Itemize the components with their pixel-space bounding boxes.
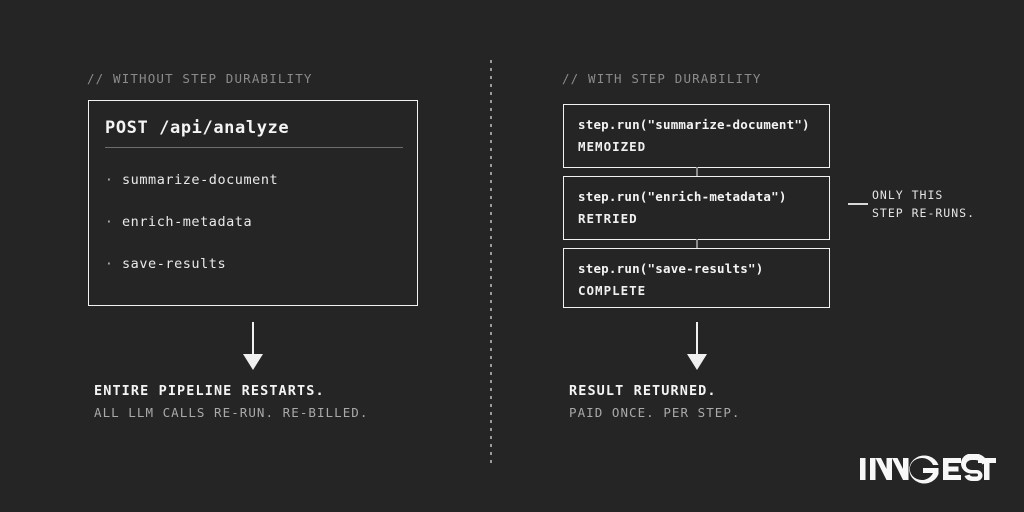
monolith-step-list: · summarize-document · enrich-metadata ·…: [105, 159, 405, 285]
arrow-stem: [696, 322, 698, 355]
step-call-label: step.run("enrich-metadata"): [578, 189, 787, 204]
list-item-label: summarize-document: [122, 172, 279, 188]
callout-line-1: ONLY THIS: [872, 188, 944, 202]
right-outcome-primary: RESULT RETURNED.: [569, 383, 717, 399]
callout-leader-line: [848, 203, 868, 205]
right-outcome-secondary: PAID ONCE. PER STEP.: [569, 405, 741, 420]
right-column-comment: // WITH STEP DURABILITY: [562, 71, 762, 86]
arrow-head: [687, 354, 707, 370]
step-box-summarize-document: step.run("summarize-document") MEMOIZED: [563, 104, 830, 168]
right-outcome-caption: RESULT RETURNED. PAID ONCE. PER STEP.: [569, 381, 741, 423]
step-connector: [696, 167, 698, 177]
down-arrow-icon: [684, 322, 710, 370]
step-box-save-results: step.run("save-results") COMPLETE: [563, 248, 830, 308]
column-divider: [490, 60, 492, 464]
step-box-enrich-metadata: step.run("enrich-metadata") RETRIED: [563, 176, 830, 240]
monolith-divider-rule: [105, 147, 403, 149]
left-outcome-caption: ENTIRE PIPELINE RESTARTS. ALL LLM CALLS …: [94, 381, 368, 423]
inngest-logo: [860, 454, 996, 484]
bullet-icon: ·: [105, 214, 114, 230]
left-outcome-secondary: ALL LLM CALLS RE-RUN. RE-BILLED.: [94, 405, 369, 420]
list-item-label: save-results: [122, 256, 227, 272]
inngest-wordmark-icon: [860, 454, 996, 484]
step-call-label: step.run("save-results"): [578, 261, 764, 276]
left-column-comment: // WITHOUT STEP DURABILITY: [87, 71, 313, 86]
step-connector: [696, 239, 698, 249]
callout-line-2: STEP RE-RUNS.: [872, 206, 976, 220]
step-call-label: step.run("summarize-document"): [578, 117, 810, 132]
bullet-icon: ·: [105, 172, 114, 188]
list-item: · save-results: [105, 243, 405, 285]
list-item-label: enrich-metadata: [122, 214, 253, 230]
bullet-icon: ·: [105, 256, 114, 272]
monolith-request-box: POST /api/analyze · summarize-document ·…: [88, 100, 418, 306]
status-badge: MEMOIZED: [578, 139, 647, 154]
status-badge: COMPLETE: [578, 283, 647, 298]
arrow-head: [243, 354, 263, 370]
arrow-stem: [252, 322, 254, 355]
left-outcome-primary: ENTIRE PIPELINE RESTARTS.: [94, 383, 325, 399]
monolith-endpoint-title: POST /api/analyze: [105, 118, 290, 138]
list-item: · enrich-metadata: [105, 201, 405, 243]
down-arrow-icon: [240, 322, 266, 370]
status-badge: RETRIED: [578, 211, 638, 226]
list-item: · summarize-document: [105, 159, 405, 201]
callout-annotation: ONLY THIS STEP RE-RUNS.: [872, 186, 975, 222]
